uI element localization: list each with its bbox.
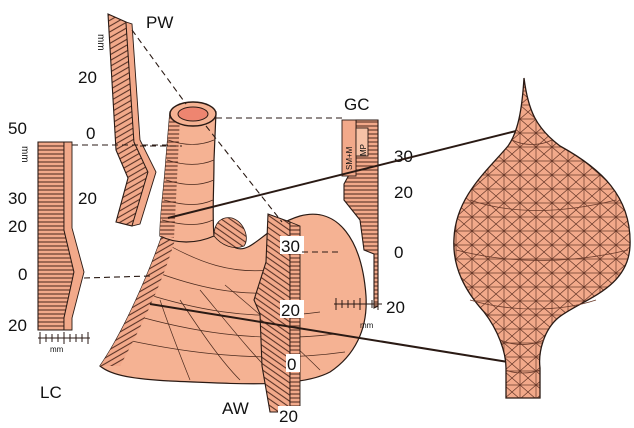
aw-scale-30: 30 <box>281 237 300 256</box>
aw-scale-0: 0 <box>287 355 296 374</box>
lc-label: LC <box>40 383 62 402</box>
pw-scale-20-bottom: 20 <box>78 189 97 208</box>
gc-scale-20-bottom: 20 <box>386 298 405 317</box>
aw-scale-20-bottom: 20 <box>279 407 298 426</box>
gc-ruler-unit: mm <box>360 321 374 330</box>
pw-scale-20-top: 20 <box>78 68 97 87</box>
lc-unit: mm <box>19 146 30 163</box>
lc-connector-mid <box>84 276 150 278</box>
lc-ruler-unit: mm <box>50 345 64 354</box>
aw-scale-20: 20 <box>281 301 300 320</box>
pw-section: PW mm 20 0 20 <box>78 13 173 226</box>
lc-scale-20-bottom: 20 <box>8 316 27 335</box>
lc-section: mm 50 mm 30 20 0 20 LC <box>8 119 90 402</box>
lc-ruler <box>38 332 90 344</box>
pw-unit: mm <box>95 34 106 51</box>
lc-scale-50: 50 <box>8 119 27 138</box>
lc-scale-20-top: 20 <box>8 217 27 236</box>
mesh-surface <box>454 78 630 398</box>
gc-layer-smm-label: SM+M <box>345 146 354 170</box>
pw-connector-top <box>132 30 186 104</box>
lc-scale-30: 30 <box>8 189 27 208</box>
tube-lumen <box>178 107 208 121</box>
gc-label: GC <box>344 95 370 114</box>
pw-scale-0: 0 <box>86 124 95 143</box>
mesh-model <box>454 78 630 398</box>
gc-scale-0: 0 <box>394 243 403 262</box>
aw-label: AW <box>222 399 249 418</box>
pw-label: PW <box>146 13 173 32</box>
lc-scale-0: 0 <box>18 265 27 284</box>
gc-layer-mp-label: MP <box>359 144 368 156</box>
gc-scale-20: 20 <box>394 183 413 202</box>
aw-connector <box>206 126 282 222</box>
